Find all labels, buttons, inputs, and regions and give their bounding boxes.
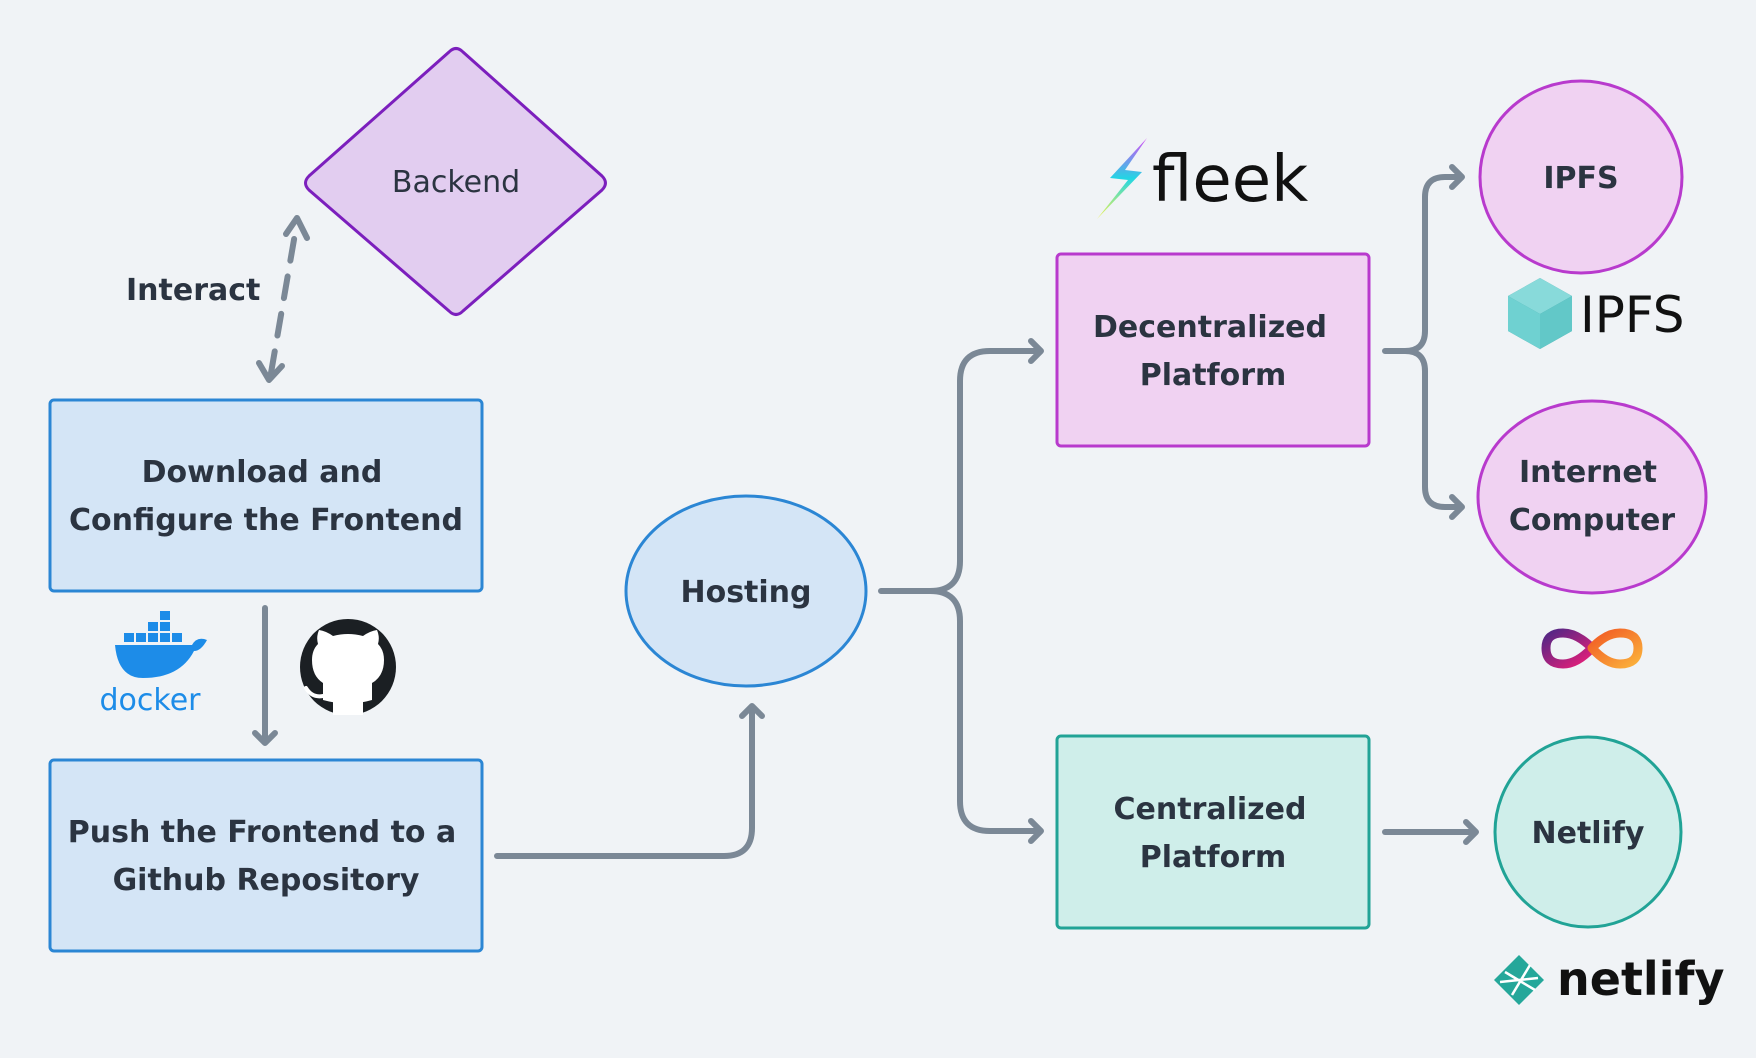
ipfs-label: IPFS [1543, 161, 1618, 196]
download-configure-node: Download and Configure the Frontend [48, 398, 484, 593]
backend-label: Backend [392, 165, 520, 200]
netlify-node: Netlify [1493, 735, 1683, 929]
interact-arrowhead-top [283, 215, 310, 241]
decentralized-label-line1: Decentralized [1093, 310, 1327, 345]
push-node-label-line2: Github Repository [113, 863, 420, 898]
centralized-platform-node: Centralized Platform [1055, 734, 1371, 930]
ipfs-logo: IPFS [1508, 278, 1685, 349]
fleek-wordmark: fleek [1152, 143, 1308, 217]
decentralized-to-internet-computer-arrowhead [1449, 494, 1465, 520]
download-node-label-line2: Configure the Frontend [69, 503, 463, 538]
docker-logo: docker [100, 611, 207, 718]
github-icon [300, 619, 396, 715]
decentralized-to-ipfs-edge [1382, 174, 1463, 354]
decentralized-label-line2: Platform [1140, 358, 1287, 393]
ipfs-node: IPFS [1478, 79, 1684, 275]
netlify-wordmark: netlify [1557, 952, 1724, 1006]
backend-node: Backend [304, 47, 607, 316]
lightning-bolt-icon [1097, 138, 1147, 219]
hosting-to-decentralized-arrowhead [1028, 338, 1044, 364]
decentralized-to-internet-computer-edge [1402, 348, 1463, 510]
push-frontend-node: Push the Frontend to a Github Repository [48, 758, 484, 953]
netlify-logo: netlify [1494, 952, 1724, 1006]
internet-computer-label-line1: Internet [1519, 455, 1657, 490]
interact-label: Interact [126, 273, 260, 308]
hosting-node: Hosting [624, 494, 868, 688]
download-to-push-arrowhead [252, 730, 278, 746]
internet-computer-infinity-icon [1541, 628, 1643, 669]
download-node-label-line1: Download and [142, 455, 383, 490]
decentralized-platform-node: Decentralized Platform [1055, 252, 1371, 448]
centralized-label-line2: Platform [1140, 840, 1287, 875]
fleek-logo: fleek [1097, 138, 1308, 219]
decentralized-to-ipfs-arrowhead [1449, 164, 1465, 190]
docker-whale-icon [115, 611, 207, 678]
hosting-to-centralized-arrowhead [1028, 818, 1044, 844]
ipfs-wordmark: IPFS [1580, 286, 1685, 344]
push-to-hosting-edge [494, 707, 755, 859]
netlify-label: Netlify [1532, 816, 1645, 851]
centralized-to-netlify-arrowhead [1463, 819, 1479, 845]
hosting-label: Hosting [680, 575, 811, 610]
push-to-hosting-arrowhead [739, 703, 765, 719]
netlify-mark-icon [1494, 955, 1544, 1005]
push-node-label-line1: Push the Frontend to a [68, 815, 456, 850]
hosting-to-centralized-edge [927, 588, 1041, 834]
hosting-to-decentralized-edge [878, 348, 1041, 594]
docker-wordmark: docker [100, 683, 202, 718]
internet-computer-node: Internet Computer [1476, 399, 1708, 595]
centralized-label-line1: Centralized [1114, 792, 1307, 827]
internet-computer-label-line2: Computer [1509, 503, 1675, 538]
ipfs-cube-icon [1508, 278, 1572, 349]
interact-arrowhead-bottom [256, 360, 285, 383]
interact-edge [268, 225, 299, 376]
